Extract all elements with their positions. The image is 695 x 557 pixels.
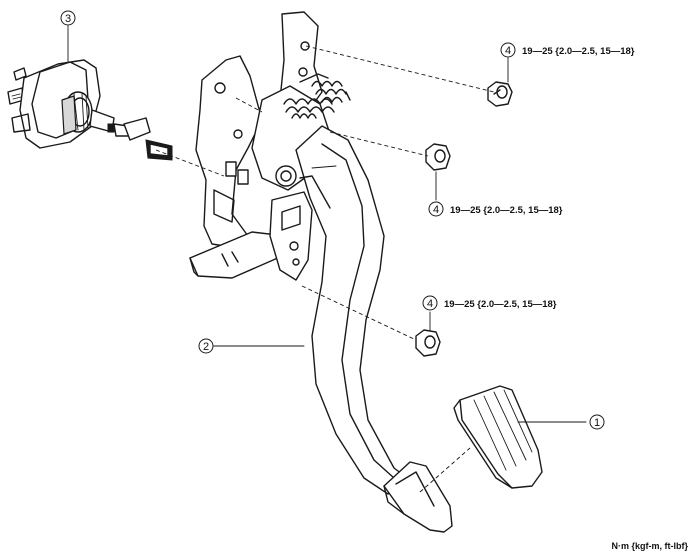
callout-4-middle: 4: [428, 201, 444, 217]
callout-1: 1: [589, 414, 605, 430]
callout-1-text: 1: [594, 417, 600, 429]
pedal-pad: [453, 385, 543, 489]
callout-3-text: 3: [65, 13, 71, 25]
nut-3: [415, 329, 441, 357]
nut-2: [425, 143, 451, 171]
callout-2-text: 2: [203, 341, 209, 353]
callout-4a-text: 4: [505, 45, 511, 57]
callout-4-lower: 4: [422, 295, 438, 311]
callout-4b-text: 4: [433, 204, 439, 216]
callout-3: 3: [60, 10, 76, 26]
unit-legend: N·m {kgf-m, ft-lbf}: [612, 541, 689, 551]
leader-lines: [67, 25, 587, 423]
pedal-foot-plate: [383, 461, 453, 533]
clutch-switch-assembly: [7, 59, 173, 161]
callout-4-upper: 4: [500, 42, 516, 58]
torque-spec-upper: 19—25 {2.0—2.5, 15—18}: [522, 46, 635, 57]
torque-spec-lower: 19—25 {2.0—2.5, 15—18}: [444, 299, 557, 310]
nut-1: [487, 81, 513, 107]
assembly-guide-lines: [155, 45, 495, 493]
torque-spec-middle: 19—25 {2.0—2.5, 15—18}: [450, 205, 563, 216]
return-springs: [283, 73, 351, 119]
callout-4c-text: 4: [427, 298, 433, 310]
callout-2: 2: [198, 338, 214, 354]
